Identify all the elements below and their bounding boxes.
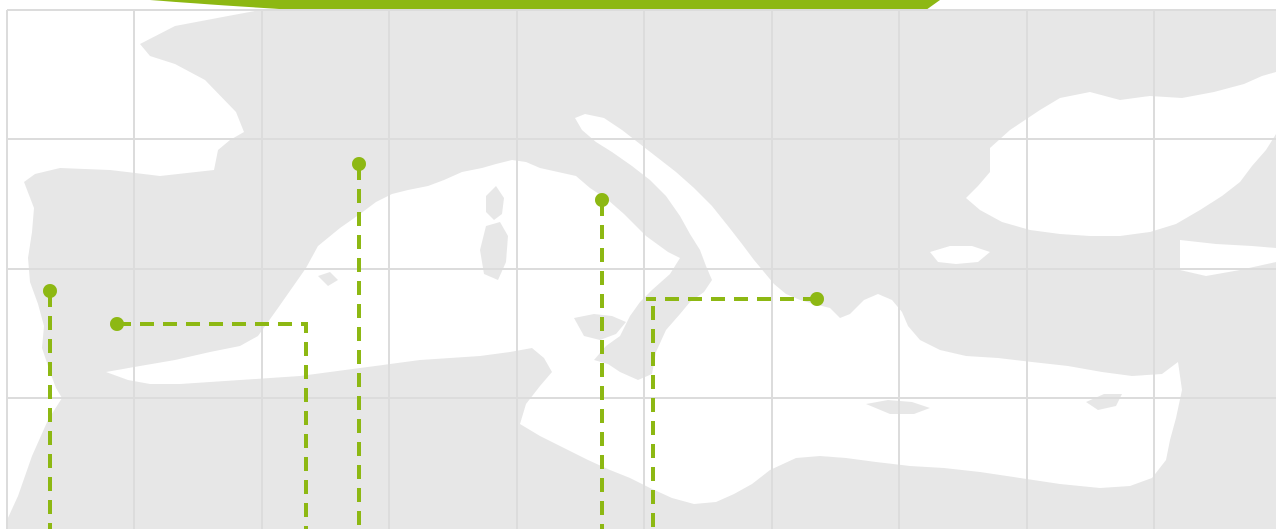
leader-lines: [48, 166, 817, 529]
location-markers: [43, 157, 824, 331]
sea-of-marmara: [930, 246, 990, 264]
sea-of-azov: [1170, 102, 1238, 132]
title-banner: [150, 0, 940, 10]
leader-line-andalusia: [117, 322, 308, 529]
islands: [318, 186, 1122, 414]
marker-southern-france[interactable]: [352, 157, 366, 171]
island-corsica: [486, 186, 504, 220]
island-sardinia: [480, 222, 508, 280]
marker-central-italy[interactable]: [595, 193, 609, 207]
island-mallorca: [318, 272, 338, 286]
leader-line-athens: [646, 297, 817, 529]
atlantic-ocean: [7, 10, 260, 520]
marker-athens[interactable]: [810, 292, 824, 306]
marker-andalusia[interactable]: [110, 317, 124, 331]
marker-lisbon[interactable]: [43, 284, 57, 298]
grid-lines: [6, 9, 1276, 529]
eastern-connector: [1180, 240, 1276, 276]
